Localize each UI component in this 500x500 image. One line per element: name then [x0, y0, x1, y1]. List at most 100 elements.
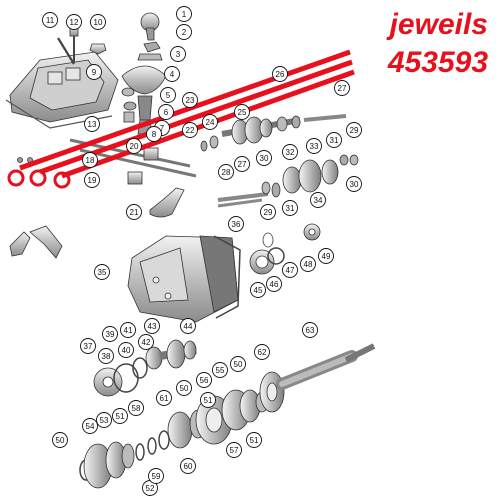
countershaft-upper — [200, 114, 347, 152]
transmission-case — [127, 235, 241, 323]
callout-number: 18 — [86, 156, 95, 165]
front-bearing-retainer — [93, 339, 197, 397]
callout-circle — [102, 326, 118, 342]
callout-number: 19 — [88, 176, 97, 185]
callout-circle — [170, 46, 186, 62]
callout-c21: 21 — [126, 204, 142, 220]
callout-circle — [164, 66, 180, 82]
parts — [5, 12, 376, 489]
callout-circle — [282, 144, 298, 160]
callout-circle — [334, 80, 350, 96]
callout-circle — [282, 200, 298, 216]
callout-c31a: 31 — [326, 132, 342, 148]
callout-number: 37 — [84, 342, 93, 351]
callout-circle — [80, 338, 96, 354]
callout-number: 50 — [56, 436, 65, 445]
watermark-id: 453593 — [387, 46, 488, 79]
callout-circle — [180, 318, 196, 334]
callout-circle — [148, 468, 164, 484]
callout-number: 34 — [314, 196, 323, 205]
callout-circle — [112, 408, 128, 424]
callout-circle — [282, 262, 298, 278]
red-circle-1 — [7, 169, 25, 187]
callout-number: 51 — [250, 436, 259, 445]
callout-c18: 18 — [82, 152, 98, 168]
callout-number: 29 — [350, 126, 359, 135]
callout-number: 22 — [186, 126, 195, 135]
callout-number: 41 — [124, 326, 133, 335]
callout-c50a: 50 — [176, 380, 192, 396]
callout-number: 31 — [286, 204, 295, 213]
callout-c41: 41 — [120, 322, 136, 338]
watermark-user: jeweils — [389, 8, 488, 41]
callout-circle — [302, 322, 318, 338]
callout-number: 49 — [322, 252, 331, 261]
callout-c9: 9 — [86, 64, 102, 80]
callout-c11: 11 — [42, 12, 58, 28]
callout-number: 48 — [304, 260, 313, 269]
rear-bearing — [249, 223, 321, 275]
callout-c3: 3 — [170, 46, 186, 62]
callout-circle — [230, 356, 246, 372]
callout-c46: 46 — [266, 276, 282, 292]
callout-c55: 55 — [212, 362, 228, 378]
callout-circle — [96, 412, 112, 428]
callout-c27a: 27 — [334, 80, 350, 96]
callout-number: 51 — [116, 412, 125, 421]
callout-circle — [176, 24, 192, 40]
callout-circle — [176, 380, 192, 396]
callout-c63: 63 — [302, 322, 318, 338]
callout-number: 60 — [184, 462, 193, 471]
callout-c45: 45 — [250, 282, 266, 298]
callout-c35: 35 — [94, 264, 110, 280]
callout-number: 7 — [160, 124, 165, 133]
callout-number: 58 — [132, 404, 141, 413]
callout-circle — [128, 400, 144, 416]
callout-c6: 6 — [158, 104, 174, 120]
callout-number: 20 — [130, 142, 139, 151]
callout-number: 47 — [286, 266, 295, 275]
callout-c29b: 29 — [260, 204, 276, 220]
callout-number: 59 — [152, 472, 161, 481]
callout-c8: 8 — [146, 126, 162, 142]
callout-number: 6 — [164, 108, 169, 117]
callout-circle — [318, 248, 334, 264]
callout-circle — [300, 256, 316, 272]
shift-fork-21 — [149, 187, 185, 218]
callout-c2: 2 — [176, 24, 192, 40]
callout-number: 26 — [276, 70, 285, 79]
callout-c54: 54 — [82, 418, 98, 434]
callout-c31b: 31 — [282, 200, 298, 216]
callout-c56: 56 — [196, 372, 212, 388]
callout-circle — [200, 392, 216, 408]
callout-c5: 5 — [160, 87, 176, 103]
callout-circle — [256, 150, 272, 166]
red-arrow-1 — [19, 49, 351, 171]
callout-number: 28 — [222, 168, 231, 177]
callout-circle — [66, 14, 82, 30]
callout-circle — [126, 204, 142, 220]
callout-circle — [254, 344, 270, 360]
callout-c49: 49 — [318, 248, 334, 264]
callout-c34: 34 — [310, 192, 326, 208]
callout-circle — [310, 192, 326, 208]
callout-circle — [212, 362, 228, 378]
callout-c59: 59 — [148, 468, 164, 484]
callout-c44: 44 — [180, 318, 196, 334]
callout-circle — [144, 318, 160, 334]
callout-c38: 38 — [98, 348, 114, 364]
callout-c43: 43 — [144, 318, 160, 334]
callout-c20: 20 — [126, 138, 142, 154]
callout-c53: 53 — [96, 412, 112, 428]
callout-number: 53 — [100, 416, 109, 425]
callout-number: 46 — [270, 280, 279, 289]
callout-circle — [246, 432, 262, 448]
callout-circle — [82, 152, 98, 168]
callout-c30b: 30 — [346, 176, 362, 192]
shift-lever — [121, 12, 167, 135]
callout-number: 42 — [142, 338, 151, 347]
callout-circle — [234, 104, 250, 120]
callout-number: 30 — [350, 180, 359, 189]
